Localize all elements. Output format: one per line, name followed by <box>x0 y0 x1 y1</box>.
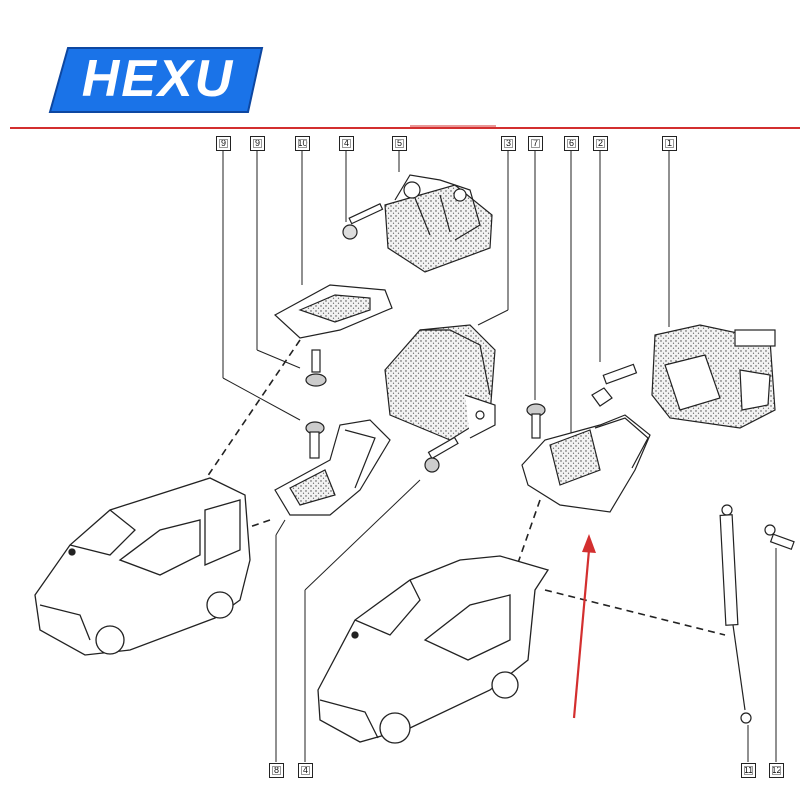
part-1-rear-lock-block <box>651 324 776 429</box>
callout-9-left: 9 <box>216 136 231 151</box>
part-10-bracket-plate <box>273 284 393 339</box>
part-4-screw-lower <box>424 436 459 473</box>
callout-12: 12 <box>769 763 784 778</box>
callout-11: 11 <box>741 763 756 778</box>
callout-3: 3 <box>501 136 516 151</box>
callout-7: 7 <box>528 136 543 151</box>
part-9-screw-upper <box>305 349 327 387</box>
part-9-screw-lower <box>305 421 325 459</box>
van-right <box>317 555 550 744</box>
callout-2: 2 <box>593 136 608 151</box>
callout-10: 10 <box>295 136 310 151</box>
leader-lines <box>222 151 777 762</box>
logo-wordmark: HEXU <box>81 50 235 108</box>
callout-6: 6 <box>564 136 579 151</box>
part-12-ball-stud <box>764 524 795 551</box>
part-6-lock-bracket <box>521 414 651 513</box>
van-left <box>34 477 251 656</box>
callout-4-bottom: 4 <box>298 763 313 778</box>
part-7-screw <box>526 403 546 439</box>
callout-1: 1 <box>662 136 677 151</box>
red-indicator-arrow <box>572 534 596 719</box>
part-4-screw-upper <box>342 203 384 240</box>
part-3-latch-housing <box>384 324 496 441</box>
part-5-lock-mechanism <box>384 174 493 273</box>
callout-4-top: 4 <box>339 136 354 151</box>
part-8-striker-bracket <box>274 419 391 516</box>
part-2-bolt <box>591 363 638 407</box>
callout-9-right: 9 <box>250 136 265 151</box>
callout-8: 8 <box>269 763 284 778</box>
hexu-logo <box>48 47 264 113</box>
part-11-gas-strut <box>719 504 752 724</box>
callout-5: 5 <box>392 136 407 151</box>
